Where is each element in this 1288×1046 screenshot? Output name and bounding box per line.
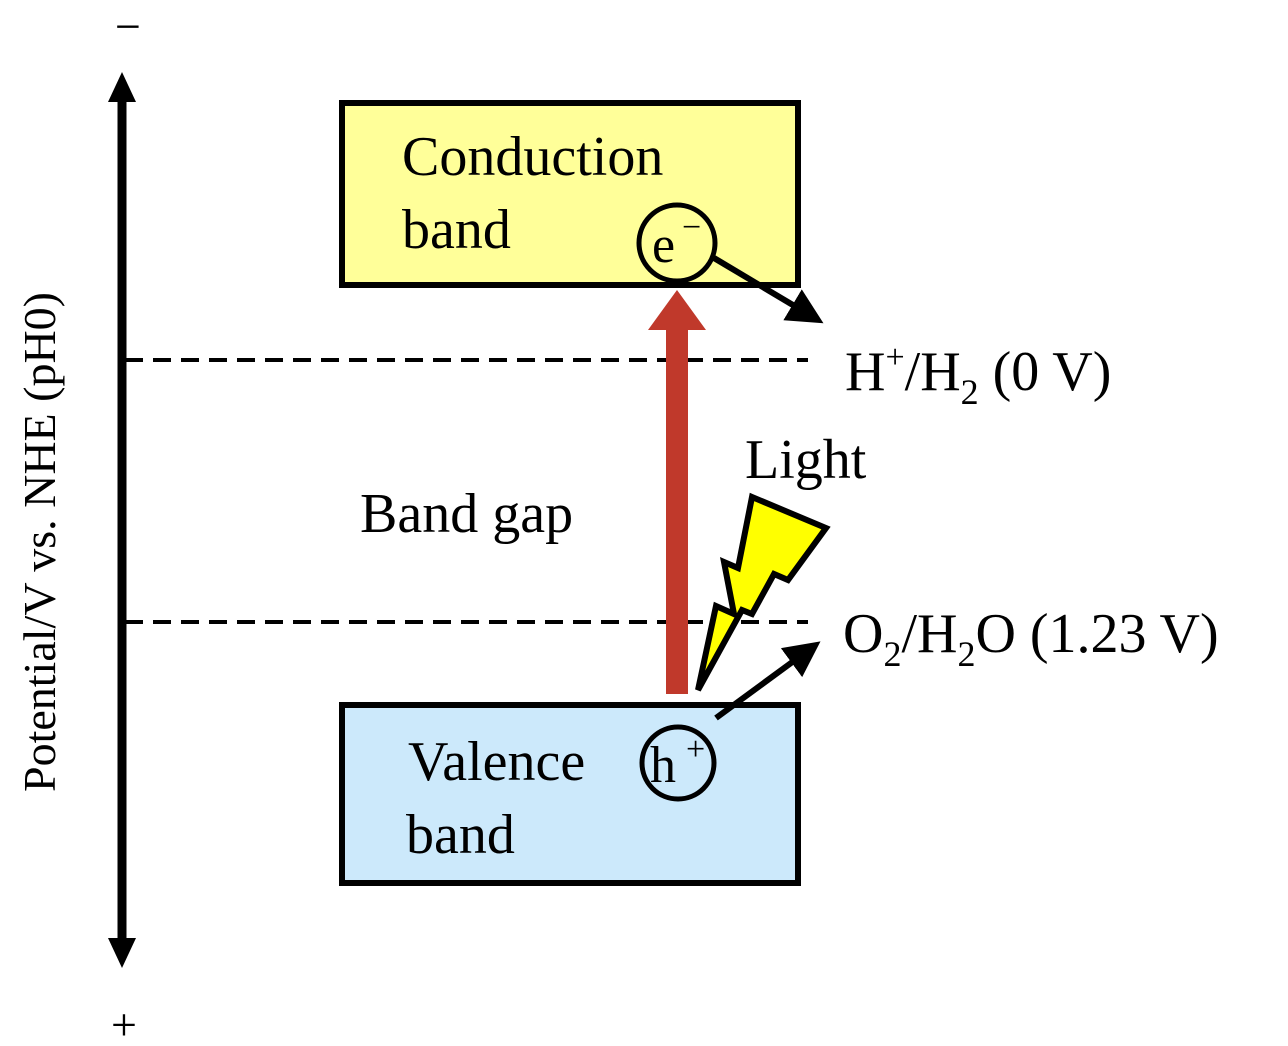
hole-symbol: h: [650, 737, 676, 794]
hole-carrier: h +: [639, 724, 717, 802]
conduction-band-box: [339, 100, 801, 288]
axis-arrow-up-icon: [108, 72, 136, 102]
light-label: Light: [745, 429, 867, 491]
valence-band-label-line1: Valence: [408, 731, 585, 793]
axis-bottom-sign: +: [111, 999, 137, 1046]
axis-top-sign: −: [115, 1, 141, 52]
lightning-bolt-icon: [695, 492, 831, 692]
valence-band-label-line2: band: [406, 804, 515, 866]
conduction-band-label-line1: Conduction: [402, 126, 663, 188]
band-gap-label: Band gap: [360, 483, 573, 545]
axis-arrow-down-icon: [108, 938, 136, 968]
electron-carrier: e −: [636, 202, 718, 284]
electron-symbol: e: [652, 217, 675, 274]
electron-transfer-arrow: [712, 255, 824, 324]
hole-transfer-arrow: [714, 641, 821, 721]
excitation-arrow: [648, 290, 706, 694]
electron-charge: −: [682, 209, 701, 246]
conduction-band-label-line2: band: [402, 199, 511, 261]
h2-level-label: H+/H2 (0 V): [845, 339, 1111, 412]
valence-band-box: [339, 702, 801, 886]
hole-charge: +: [686, 731, 705, 768]
o2-level-label: O2/H2O (1.23 V): [843, 603, 1219, 674]
axis-label: Potential/V vs. NHE (pH0): [14, 292, 65, 792]
potential-axis: [108, 72, 136, 968]
